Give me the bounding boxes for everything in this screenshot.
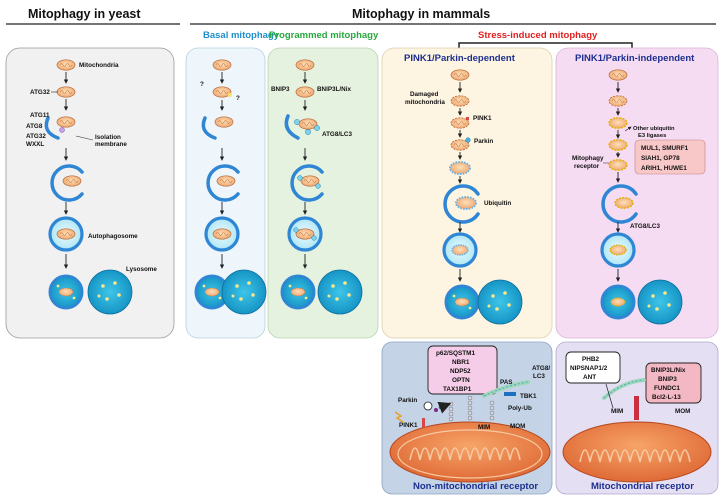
label-isolation-1: Isolation [95,134,121,141]
yeast-pathway: Mitochondria ATG32 ATG11 ATG8 ATG32 WXXL… [26,59,157,315]
label-damaged-2: mitochondria [405,99,445,106]
receptor-4: OPTN [452,377,470,384]
basal-question-1: ? [200,81,204,88]
basal-pathway: ? ? [194,59,267,315]
receptor-1: p62/SQSTM1 [436,350,476,357]
label-bnip3l: BNIP3L/Nix [317,86,351,93]
label-lysosome: Lysosome [126,266,157,273]
title-non-mito-receptor: Non-mitochondrial receptor [413,481,538,492]
receptor-5: TAX1BP1 [443,386,472,393]
label-other-e3-2: E3 ligases [638,133,666,139]
receptor-3: NDP52 [450,368,471,375]
e3-ligase-box [634,139,706,175]
header-mammals: Mitophagy in mammals [352,7,490,21]
basal-question-2: ? [236,95,240,102]
receptor-2: NBR1 [452,359,470,366]
stress-bracket [458,42,633,52]
label-mitochondria: Mitochondria [79,62,119,69]
left-receptor-3: ANT [583,374,596,381]
label-mim-mito: MIM [611,408,623,415]
title-pink-independent: PINK1/Parkin-independent [575,53,695,64]
right-receptor-4: Bcl2-L-13 [652,394,681,401]
right-receptor-box [645,362,702,404]
title-pink-dependent: PINK1/Parkin-dependent [404,53,516,64]
pink-dependent-pathway: Damaged mitochondria PINK1 Parkin Ubiqui… [405,69,523,325]
label-ubiquitin: Ubiquitin [484,200,511,207]
label-wxxl: WXXL [26,141,44,148]
label-receptor-2: receptor [574,163,600,170]
label-receptor-1: Mitophagy [572,155,604,162]
right-receptor-1: BNIP3L/Nix [651,367,686,374]
label-autophagosome: Autophagosome [88,233,138,240]
label-mom-nonmito: MOM [510,423,525,430]
label-mim-nonmito: MIM [478,424,490,431]
left-receptor-box [565,351,621,384]
label-atg11: ATG11 [30,112,50,119]
label-atg32-top: ATG32 [30,89,50,96]
right-receptor-2: BNIP3 [658,376,677,383]
label-tbk1: TBK1 [520,393,537,400]
receptor-list-box [427,345,498,395]
label-other-e3-1: Other ubiquitin [633,126,675,132]
label-atg8-slash: ATG8/ [532,365,550,372]
title-mito-receptor: Mitochondrial receptor [591,481,694,492]
label-bnip3: BNIP3 [271,86,290,93]
label-pink1-nonmito: PINK1 [399,422,418,429]
label-poly-ub: Poly-Ub [508,405,532,412]
ligase-line-1: MUL1, SMURF1 [641,145,689,152]
mito-receptor-figure: PHB2 NIPSNAP1/2 ANT BNIP3L/Nix BNIP3 FUN… [562,351,712,492]
label-atg8-lc3-indep: ATG8/LC3 [630,223,660,230]
ligase-line-2: SIAH1, GP78 [641,155,680,162]
left-receptor-1: PHB2 [582,356,599,363]
yeast-mitochondrion [56,59,76,71]
programmed-pathway: BNIP3 BNIP3L/Nix ATG8/LC3 [271,59,363,315]
label-lc3-nonmito: LC3 [533,373,545,380]
ligase-line-3: ARIH1, HUWE1 [641,165,687,172]
panel-pink-dependent [381,47,553,339]
label-parkin-nonmito: Parkin [398,397,417,404]
label-atg8: ATG8 [26,123,43,130]
title-basal: Basal mitophagy [203,30,280,41]
label-pink1-dep: PINK1 [473,115,492,122]
label-isolation-2: membrane [95,141,127,148]
label-pas: PAS [500,379,512,386]
header-yeast: Mitophagy in yeast [28,7,141,21]
left-receptor-2: NIPSNAP1/2 [570,365,608,372]
label-atg8-lc3-programmed: ATG8/LC3 [322,131,352,138]
title-programmed: Programmed mitophagy [269,30,379,41]
pink-independent-pathway: Other ubiquitin E3 ligases MUL1, SMURF1 … [572,69,706,325]
label-mom-mito: MOM [675,408,690,415]
yeast-lysosome [87,269,133,315]
label-damaged-1: Damaged [410,91,438,98]
label-atg32: ATG32 [26,133,46,140]
non-mito-mitochondrion [389,421,551,483]
label-parkin-dep: Parkin [474,138,493,145]
right-receptor-3: FUNDC1 [654,385,680,392]
non-mito-receptor-figure: p62/SQSTM1 NBR1 NDP52 OPTN TAX1BP1 PAS A… [389,345,551,492]
title-stress: Stress-induced mitophagy [478,30,598,41]
